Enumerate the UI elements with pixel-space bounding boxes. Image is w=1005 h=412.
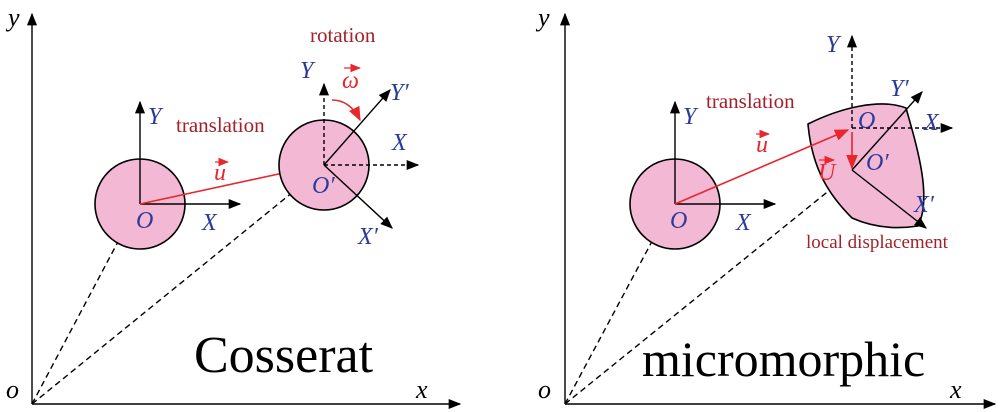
disk1-center-label: O xyxy=(136,208,153,234)
disk1-center-label-right: O xyxy=(670,208,687,234)
global-y-label: y xyxy=(5,3,20,32)
disk2-center-label: O′ xyxy=(312,173,335,199)
U-vector-label: U xyxy=(818,160,837,186)
origin-label: o xyxy=(6,375,19,404)
disk2-Y-label: Y xyxy=(300,58,316,84)
micromorphic-title: micromorphic xyxy=(642,331,925,387)
cosserat-panel: y x o O Y X translation u O′ Y X Y′ X′ r… xyxy=(5,3,462,410)
omega-vector-label: ω xyxy=(342,68,359,94)
disk2-X-label: X xyxy=(391,130,408,156)
position-vector-O xyxy=(31,202,139,405)
local-displacement-label: local displacement xyxy=(806,232,949,253)
disk1-X-label-right: X xyxy=(735,210,752,236)
cosserat-title: Cosserat xyxy=(194,327,374,384)
disk2-Yprime-axis xyxy=(323,89,391,166)
origin-label-right: o xyxy=(538,375,551,404)
u-vector-label-right: u xyxy=(756,132,768,158)
shape-center-label: O xyxy=(858,108,875,134)
global-y-label-right: y xyxy=(535,3,550,32)
u-vector-label: u xyxy=(214,160,226,186)
disk2-Xprime-axis xyxy=(323,164,393,229)
shape-Yprime-label: Y′ xyxy=(890,76,909,102)
disk1-Y-label-right: Y xyxy=(683,104,699,130)
global-x-label: x xyxy=(415,375,428,404)
translation-label: translation xyxy=(176,113,265,137)
position-vector-O-prime-right xyxy=(564,171,853,405)
translation-vector-u-right xyxy=(674,129,850,205)
disk1-X-label: X xyxy=(201,210,218,236)
rotation-label: rotation xyxy=(310,23,376,47)
shape-Xprime-axis xyxy=(851,169,927,229)
micromorphic-panel: y x o O Y X O O′ Y X Y′ X′ translation u… xyxy=(535,3,997,410)
disk2-Xprime-label: X′ xyxy=(357,224,379,250)
global-x-label-right: x xyxy=(949,375,962,404)
rotation-arc xyxy=(331,99,361,122)
disk2-Yprime-label: Y′ xyxy=(390,80,409,106)
disk1-Y-label: Y xyxy=(148,104,164,130)
shape-Y-label: Y xyxy=(826,32,842,58)
shape-X-label: X xyxy=(923,110,940,136)
shape-moved-label: O′ xyxy=(866,150,889,176)
shape-Yprime-axis xyxy=(851,91,923,171)
position-vector-O-right xyxy=(564,202,673,405)
shape-Xprime-label: X′ xyxy=(913,192,935,218)
position-vector-O-prime xyxy=(31,169,321,405)
translation-label-right: translation xyxy=(706,89,795,113)
